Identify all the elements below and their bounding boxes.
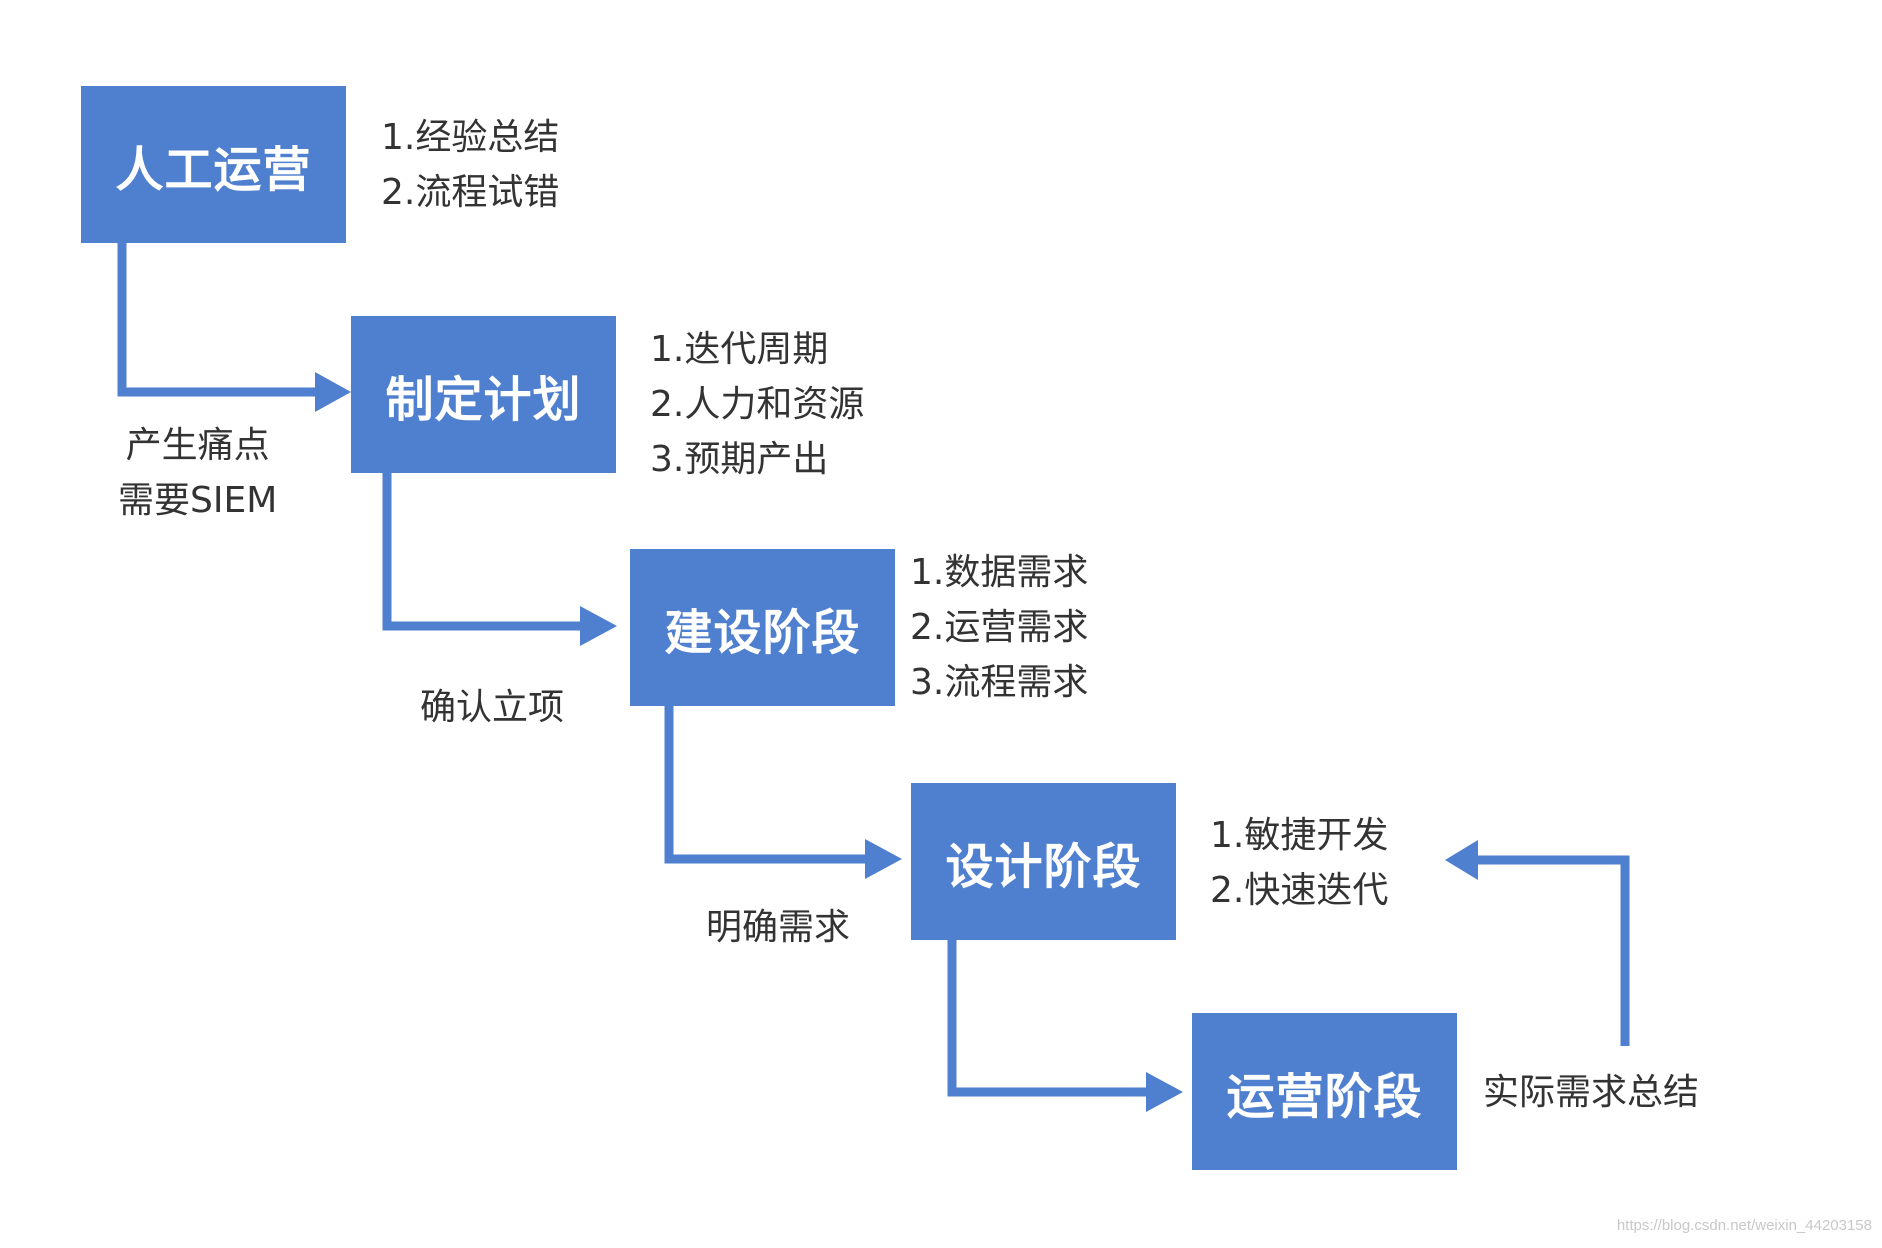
stage-label: 建设阶段 [664, 604, 861, 661]
note-item: 1.经验总结 [381, 117, 560, 158]
connector-stage4-to-stage5 [947, 939, 1146, 1097]
stage-box-planning: 制定计划 [351, 316, 616, 473]
stage-label: 运营阶段 [1226, 1068, 1423, 1125]
edge-label-stage1-to-stage2: 产生痛点 需要SIEM [118, 418, 277, 528]
note-item: 2.流程试错 [381, 172, 560, 213]
note-item: 1.敏捷开发 [1210, 815, 1389, 856]
stage-box-build: 建设阶段 [630, 549, 895, 706]
note-item: 1.迭代周期 [650, 329, 829, 370]
arrowhead-stage3-to-stage4 [865, 839, 902, 879]
edge-label-line: 产生痛点 [125, 425, 270, 466]
stage-notes-build: 1.数据需求 2.运营需求 3.流程需求 [910, 545, 1088, 710]
stage-box-manual-ops: 人工运营 [81, 86, 346, 243]
stage-box-design: 设计阶段 [911, 783, 1176, 940]
edge-label-line: 需要SIEM [118, 480, 278, 521]
arrowhead-stage2-to-stage3 [580, 606, 617, 646]
arrowhead-feedback [1445, 840, 1478, 880]
stage-box-operations: 运营阶段 [1192, 1013, 1457, 1170]
arrowhead-stage4-to-stage5 [1146, 1072, 1183, 1112]
note-item: 3.预期产出 [650, 439, 829, 480]
watermark: https://blog.csdn.net/weixin_44203158 [1616, 1217, 1872, 1234]
stage-label: 设计阶段 [945, 838, 1142, 895]
note-item: 2.运营需求 [910, 607, 1089, 648]
note-item: 2.快速迭代 [1210, 870, 1389, 911]
edge-label-feedback: 实际需求总结 [1483, 1065, 1699, 1120]
note-item: 3.流程需求 [910, 662, 1089, 703]
connector-feedback [1478, 855, 1630, 1046]
stage-label: 人工运营 [115, 141, 312, 198]
stage-notes-manual-ops: 1.经验总结 2.流程试错 [381, 110, 559, 220]
edge-label-line: 实际需求总结 [1483, 1072, 1700, 1113]
note-item: 2.人力和资源 [650, 384, 865, 425]
connector-stage3-to-stage4 [664, 706, 865, 864]
arrowhead-stage1-to-stage2 [315, 372, 351, 412]
stage-notes-design: 1.敏捷开发 2.快速迭代 [1210, 808, 1388, 918]
stage-notes-planning: 1.迭代周期 2.人力和资源 3.预期产出 [650, 322, 864, 487]
edge-label-stage3-to-stage4: 明确需求 [706, 900, 850, 955]
connector-stage2-to-stage3 [382, 473, 580, 631]
edge-label-stage2-to-stage3: 确认立项 [420, 680, 564, 735]
note-item: 1.数据需求 [910, 552, 1089, 593]
edge-label-line: 确认立项 [420, 687, 565, 728]
stage-label: 制定计划 [385, 371, 582, 428]
connector-stage1-to-stage2 [117, 243, 315, 397]
edge-label-line: 明确需求 [706, 907, 851, 948]
